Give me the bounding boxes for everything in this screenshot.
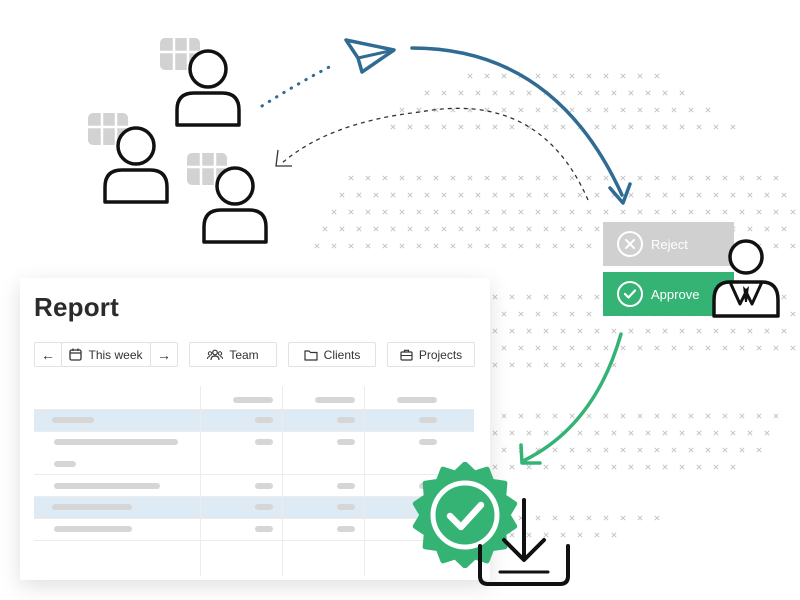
table-row-highlight bbox=[34, 410, 474, 431]
download-icon bbox=[478, 498, 570, 586]
arrow-left-icon: ← bbox=[41, 346, 55, 363]
dashed-return-arrow bbox=[281, 107, 589, 201]
team-label: Team bbox=[229, 347, 259, 362]
table-row bbox=[54, 461, 76, 467]
user-icon bbox=[202, 166, 268, 244]
week-selector[interactable]: This week bbox=[61, 342, 151, 367]
blue-arrow-to-review bbox=[410, 46, 624, 197]
table-header-cell bbox=[397, 397, 437, 403]
prev-week-button[interactable]: ← bbox=[34, 342, 62, 367]
folder-icon bbox=[304, 349, 318, 361]
user-icon bbox=[103, 126, 169, 204]
user-icon bbox=[175, 49, 241, 127]
approve-button[interactable]: Approve bbox=[603, 272, 734, 316]
grid-icon bbox=[187, 153, 227, 185]
clients-filter-button[interactable]: Clients bbox=[288, 342, 376, 367]
paper-plane-icon bbox=[344, 38, 396, 74]
approve-check-icon bbox=[617, 281, 643, 307]
team-filter-button[interactable]: Team bbox=[189, 342, 277, 367]
table-header-cell bbox=[315, 397, 355, 403]
green-arrow-to-export bbox=[523, 332, 623, 462]
table-row bbox=[52, 504, 132, 510]
dotted-send-line bbox=[260, 62, 337, 108]
table-row bbox=[52, 417, 94, 423]
table-header-cell bbox=[233, 397, 273, 403]
table-row bbox=[54, 439, 178, 445]
projects-filter-button[interactable]: Projects bbox=[387, 342, 475, 367]
reject-x-icon bbox=[617, 231, 643, 257]
manager-icon bbox=[712, 239, 780, 318]
calendar-icon bbox=[69, 348, 83, 361]
reject-button[interactable]: Reject bbox=[603, 222, 734, 266]
report-title: Report bbox=[34, 292, 119, 322]
certified-badge-icon bbox=[412, 462, 518, 568]
briefcase-icon bbox=[400, 349, 413, 361]
table-row bbox=[54, 483, 160, 489]
approve-label: Approve bbox=[651, 286, 700, 302]
arrow-right-icon: → bbox=[157, 346, 171, 363]
projects-label: Projects bbox=[418, 347, 463, 362]
table-row bbox=[54, 526, 132, 532]
report-panel: Report ← This week → Team Clients Projec… bbox=[20, 278, 490, 580]
grid-icon bbox=[88, 113, 128, 145]
next-week-button[interactable]: → bbox=[150, 342, 178, 367]
reject-label: Reject bbox=[651, 236, 688, 252]
week-label: This week bbox=[88, 347, 143, 362]
team-icon bbox=[207, 349, 224, 360]
clients-label: Clients bbox=[323, 347, 361, 362]
